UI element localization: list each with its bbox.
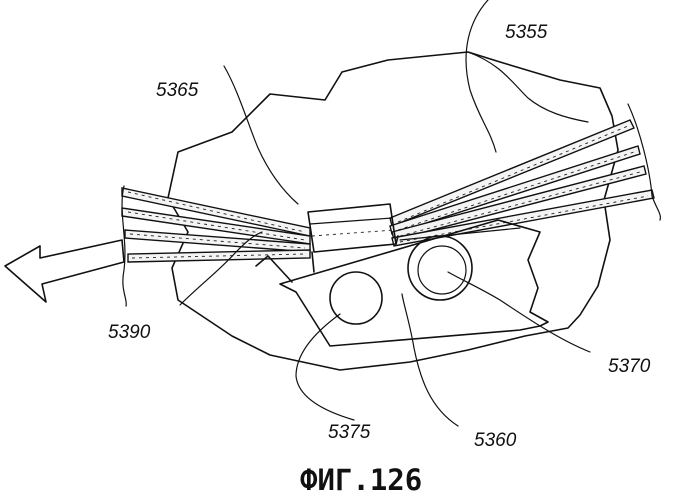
figure-caption: ФИГ.126 [300, 463, 422, 497]
strand-bundle [122, 104, 660, 306]
label-5365: 5365 [156, 80, 199, 101]
label-5375: 5375 [328, 422, 371, 443]
leader-5360 [402, 294, 458, 426]
label-5390: 5390 [108, 322, 151, 343]
leader-5370 [448, 272, 590, 352]
leader-5365 [224, 66, 298, 204]
tissue-inner-fold [468, 52, 588, 122]
label-5360: 5360 [474, 430, 517, 451]
leader-5355 [466, 0, 496, 152]
strand [128, 250, 310, 262]
label-5370: 5370 [608, 356, 651, 377]
direction-arrow [5, 240, 124, 302]
label-5355: 5355 [505, 22, 548, 43]
